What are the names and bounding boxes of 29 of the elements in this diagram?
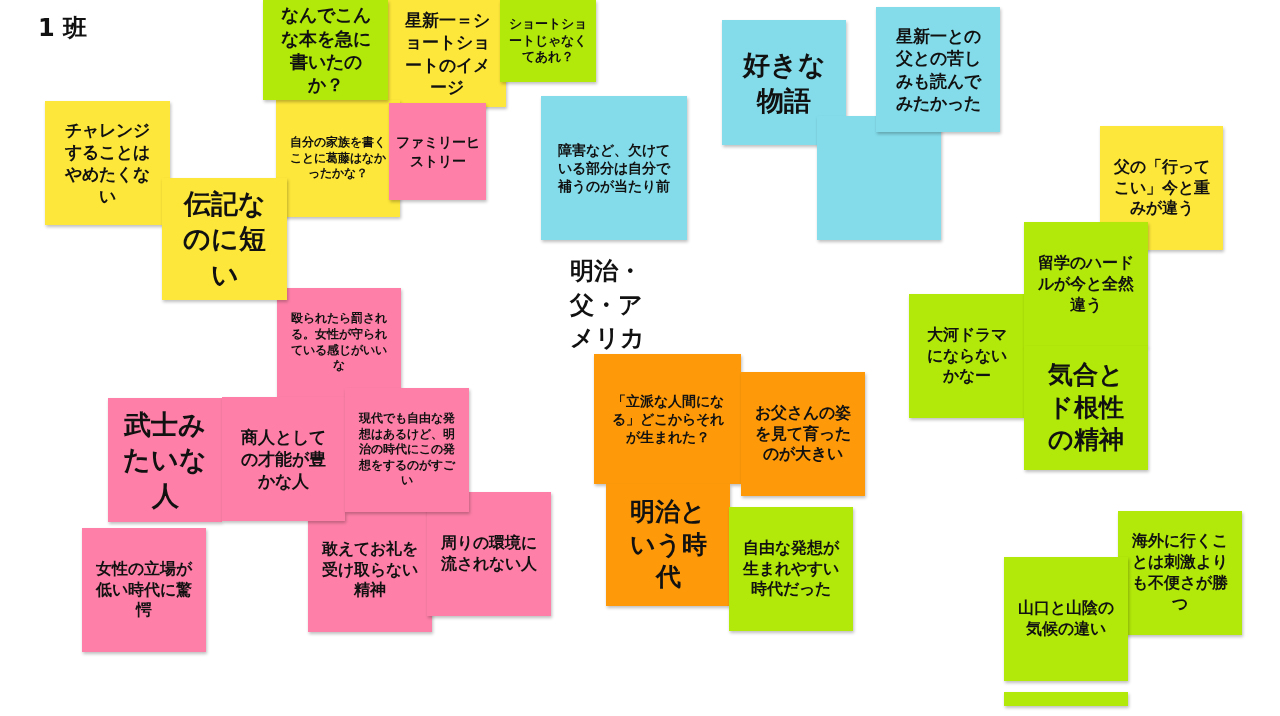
sticky-note: 女性の立場が低い時代に驚愕 — [82, 528, 206, 652]
sticky-note: 明治という時代 — [606, 484, 730, 606]
sticky-note: 周りの環境に流されない人 — [427, 492, 551, 616]
sticky-note: 父の「行ってこい」今と重みが違う — [1100, 126, 1223, 250]
sticky-note: 自由な発想が生まれやすい時代だった — [729, 507, 853, 631]
sticky-note: ショートショートじゃなくてあれ？ — [500, 0, 596, 82]
sticky-note: 「立派な人間になる」どこからそれが生まれた？ — [594, 354, 741, 484]
sticky-note: チャレンジすることはやめたくない — [45, 101, 170, 225]
sticky-note: 武士みたいな人 — [108, 398, 222, 522]
sticky-note: ファミリーヒストリー — [389, 103, 486, 200]
sticky-note: 気合とド根性の精神 — [1024, 346, 1148, 470]
sticky-note: 留学のハードルが今と全然違う — [1024, 222, 1148, 347]
sticky-note: 星新一＝ショートショートのイメージ — [388, 0, 506, 107]
sticky-note: 海外に行くことは刺激よりも不便さが勝つ — [1118, 511, 1242, 635]
sticky-note: 山口と山陰の気候の違い — [1004, 557, 1128, 681]
sticky-note: なんでこんな本を急に書いたのか？ — [263, 0, 388, 100]
sticky-note — [1004, 692, 1128, 706]
sticky-note — [817, 116, 941, 240]
sticky-note: 星新一との父との苦しみも読んでみたかった — [876, 7, 1000, 132]
sticky-note: 大河ドラマにならないかなー — [909, 294, 1024, 418]
board-title: 1 班 — [38, 13, 88, 44]
topic-heading: 明治・父・アメリカ — [570, 256, 646, 355]
sticky-note: 殴られたら罰される。女性が守られている感じがいいな — [277, 288, 401, 397]
sticky-note: 障害など、欠けている部分は自分で補うのが当たり前 — [541, 96, 687, 240]
sticky-note: 伝記なのに短い — [162, 178, 287, 300]
sticky-note: 商人としての才能が豊かな人 — [222, 397, 345, 521]
sticky-note: 現代でも自由な発想はあるけど、明治の時代にこの発想をするのがすごい — [345, 388, 469, 512]
sticky-note: お父さんの姿を見て育ったのが大きい — [741, 372, 865, 496]
sticky-note: 好きな物語 — [722, 20, 846, 145]
